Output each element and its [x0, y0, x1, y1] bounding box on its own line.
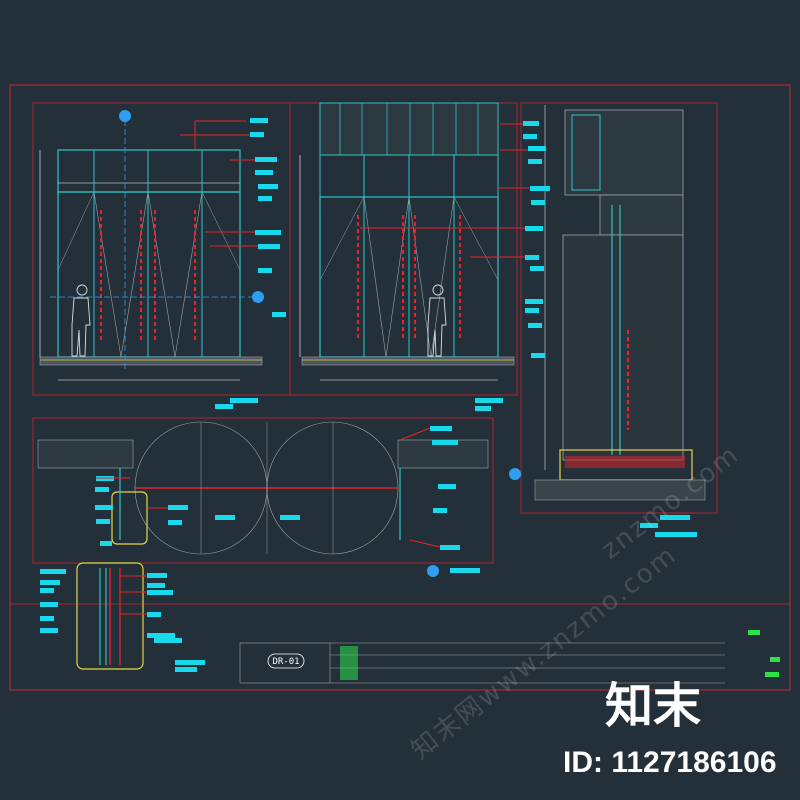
annotation-tag: [523, 121, 539, 126]
annotation-tag: [640, 523, 658, 528]
leader-line: [399, 427, 431, 441]
vertical-section: [509, 102, 718, 514]
annotation-tag: [255, 170, 273, 175]
annotation-tag: [40, 580, 60, 585]
title-block: DR-01: [239, 630, 780, 684]
leader-line: [409, 539, 441, 548]
human-scale-figure: [427, 284, 447, 357]
annotation-tag: [175, 660, 205, 665]
annotation-tag: [660, 515, 690, 520]
annotation-tag: [528, 146, 546, 151]
annotation-tag: [430, 426, 452, 431]
annotation-tag: [258, 268, 272, 273]
section-marker[interactable]: [427, 565, 439, 577]
human-scale-figure: [71, 284, 91, 357]
annotation-tag: [525, 255, 539, 260]
annotation-tag: [96, 519, 110, 524]
annotation-tag: [525, 226, 543, 231]
annotation-tag: [255, 157, 277, 162]
annotation-tag: [250, 118, 268, 123]
annotation-tag: [655, 532, 697, 537]
annotation-tag: [40, 628, 58, 633]
elevation-right: [289, 102, 518, 396]
annotation-tag: [280, 515, 300, 520]
annotation-tag: [272, 312, 286, 317]
annotation-tag: [40, 602, 58, 607]
annotation-tag: [230, 398, 258, 403]
annotation-tag: [438, 484, 456, 489]
section-marker[interactable]: [252, 291, 264, 303]
annotation-tag: [258, 184, 278, 189]
annotation-tag: [530, 266, 544, 271]
elevation-left: [32, 102, 291, 396]
annotation-tag: [255, 230, 281, 235]
enlarged-detail: [76, 562, 144, 670]
annotation-tag: [525, 308, 539, 313]
door-plan: [32, 417, 494, 577]
annotation-tag: [433, 508, 447, 513]
annotation-tag: [531, 200, 545, 205]
annotation-tag: [147, 590, 173, 595]
annotation-tag: [147, 573, 167, 578]
annotation-tag: [440, 545, 460, 550]
annotation-tag: [215, 404, 233, 409]
drawing-code: DR-01: [272, 657, 299, 667]
annotation-tag: [531, 353, 545, 358]
annotation-tag: [250, 132, 264, 137]
annotation-tag: [147, 583, 165, 588]
annotation-tag: [432, 440, 458, 445]
annotation-tag: [175, 667, 197, 672]
annotation-tag: [168, 505, 188, 510]
annotation-tag: [40, 588, 54, 593]
annotation-tag: [147, 633, 175, 638]
annotation-tag: [40, 569, 66, 574]
annotation-tag: [154, 638, 182, 643]
annotation-tag: [528, 323, 542, 328]
annotation-tag: [475, 398, 503, 403]
annotation-tag: [450, 568, 480, 573]
watermark-id: ID: 1127186106: [563, 746, 777, 779]
annotation-tag: [525, 299, 543, 304]
annotation-tag: [40, 616, 54, 621]
annotation-tag: [530, 186, 550, 191]
annotation-tag: [215, 515, 235, 520]
annotation-tag: [95, 487, 109, 492]
sheet-border: [9, 84, 791, 691]
section-marker[interactable]: [119, 110, 131, 122]
annotation-tag: [528, 159, 542, 164]
section-marker[interactable]: [509, 468, 521, 480]
annotation-labels: [40, 118, 697, 672]
annotation-tag: [523, 134, 537, 139]
annotation-tag: [100, 541, 112, 546]
annotation-tag: [258, 244, 280, 249]
annotation-tag: [168, 520, 182, 525]
annotation-tag: [147, 612, 161, 617]
annotation-tag: [95, 505, 113, 510]
watermark-logo: 知末: [605, 678, 701, 734]
annotation-tag: [475, 406, 491, 411]
annotation-tag: [258, 196, 272, 201]
